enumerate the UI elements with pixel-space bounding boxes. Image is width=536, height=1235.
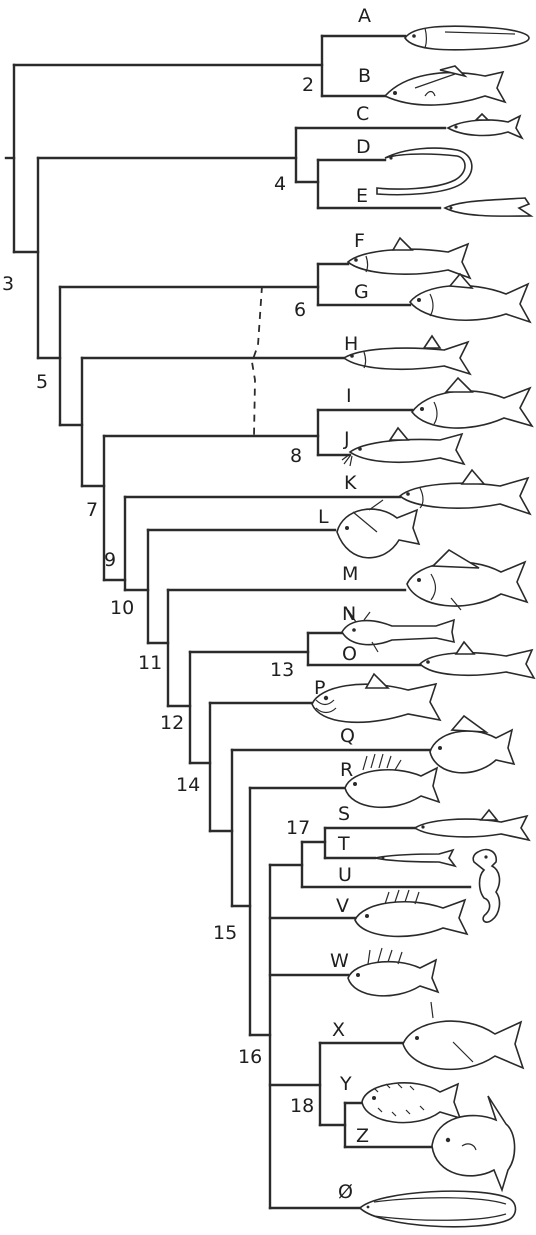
node-label-9: 9	[104, 549, 116, 571]
node-label-17: 17	[286, 817, 310, 839]
taxon-label-i: I	[346, 385, 352, 407]
node-label-8: 8	[290, 445, 302, 467]
fish-h-icon	[344, 336, 470, 374]
node-label-15: 15	[213, 922, 237, 944]
node-label-3: 3	[2, 273, 14, 295]
fish-m-icon	[407, 550, 527, 610]
fish-f-icon	[348, 238, 470, 278]
fish-illustrations	[312, 26, 534, 1227]
node-label-11: 11	[138, 652, 162, 674]
taxon-label-m: M	[342, 563, 358, 585]
taxon-label-w: W	[330, 950, 349, 972]
fish-c-icon	[448, 114, 522, 138]
fish-l-icon	[337, 500, 419, 558]
fish-a-icon	[405, 26, 529, 50]
fish-k-icon	[400, 470, 530, 514]
fish-n-icon	[342, 610, 454, 652]
fish-p-icon	[312, 674, 440, 722]
fish-o-slash-icon	[360, 1191, 516, 1227]
taxon-label-j: J	[343, 428, 350, 450]
taxon-label-e: E	[356, 185, 368, 207]
taxon-label-l: L	[318, 506, 329, 528]
fish-j-icon	[342, 428, 464, 466]
dashed-alternative-link	[252, 286, 262, 436]
taxon-label-s: S	[338, 803, 350, 825]
taxon-label-u: U	[338, 864, 352, 886]
taxon-label-r: R	[340, 759, 353, 781]
taxon-label-n: N	[342, 603, 356, 625]
taxon-label-o: O	[342, 643, 357, 665]
taxon-label-f: F	[354, 230, 365, 252]
fish-v-icon	[355, 890, 467, 936]
node-label-12: 12	[160, 712, 184, 734]
taxon-label-y: Y	[339, 1073, 352, 1095]
taxon-labels: A B C D E F G H I J K L M N O P Q R S T …	[314, 5, 371, 1203]
fish-r-icon	[345, 754, 439, 807]
node-labels: 2 3 4 5 6 7 8 9 10 11 12 13 14 15 16 17 …	[2, 74, 314, 1117]
fish-b-icon	[385, 66, 505, 105]
taxon-label-k: K	[344, 472, 357, 494]
taxon-label-v: V	[336, 895, 349, 917]
taxon-label-q: Q	[340, 725, 355, 747]
branches	[6, 36, 470, 1208]
node-label-5: 5	[36, 371, 48, 393]
taxon-label-d: D	[356, 136, 371, 158]
node-label-14: 14	[176, 774, 200, 796]
fish-y-icon	[362, 1083, 460, 1123]
node-label-18: 18	[290, 1095, 314, 1117]
taxon-label-x: X	[332, 1019, 345, 1041]
fish-q-icon	[430, 716, 514, 773]
taxon-label-p: P	[314, 677, 325, 699]
fish-i-icon	[412, 378, 532, 428]
taxon-label-t: T	[337, 833, 350, 855]
taxon-label-h: H	[344, 333, 358, 355]
fish-u-icon	[473, 850, 499, 923]
fish-d-icon	[377, 148, 472, 195]
taxon-label-b: B	[358, 65, 371, 87]
taxon-label-a: A	[358, 5, 371, 27]
node-label-13: 13	[270, 659, 294, 681]
fish-e-icon	[445, 198, 531, 216]
node-label-2: 2	[302, 74, 314, 96]
node-label-7: 7	[86, 499, 98, 521]
node-label-10: 10	[110, 597, 134, 619]
taxon-label-z: Z	[356, 1125, 369, 1147]
fish-w-icon	[348, 948, 438, 996]
taxon-label-c: C	[356, 103, 369, 125]
fish-x-icon	[403, 1002, 523, 1069]
fish-g-icon	[410, 274, 530, 322]
taxon-label-o-slash: Ø	[338, 1181, 353, 1203]
node-label-4: 4	[274, 173, 286, 195]
fish-t-icon	[375, 850, 455, 866]
fish-o-icon	[420, 642, 534, 678]
node-label-6: 6	[294, 299, 306, 321]
fish-s-icon	[415, 810, 529, 840]
node-label-16: 16	[238, 1046, 262, 1068]
taxon-label-g: G	[354, 281, 369, 303]
